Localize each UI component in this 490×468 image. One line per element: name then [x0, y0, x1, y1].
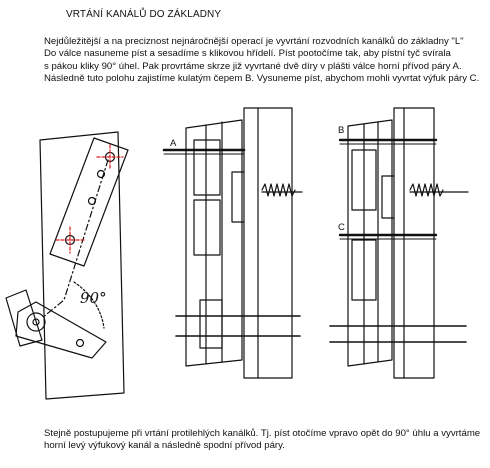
piston-block-right-low [351, 239, 377, 301]
crank-piece [5, 289, 43, 347]
cylinder-lever [49, 137, 129, 267]
label-b: B [338, 125, 344, 136]
bracket-a [231, 171, 245, 223]
intro-line-1: Nejdůležitější a na preciznost nejnáročn… [44, 36, 464, 47]
label-c: C [338, 222, 345, 233]
piston-block-low [199, 299, 223, 349]
cylinder-body-right [347, 119, 393, 367]
intro-line-2: Do válce nasuneme píst a sesadíme s klik… [44, 48, 451, 60]
drill-hole-bottom [55, 226, 85, 254]
crank-hole-end [75, 338, 85, 348]
intro-line-3: s pákou kliky 90° úhel. Pak provrtáme sk… [44, 60, 462, 72]
intro-line-4: Následně tuto polohu zajistíme kulatým č… [44, 72, 480, 84]
base-plate [39, 131, 125, 400]
outro-line-1: Stejně postupujeme při vrtání protilehlý… [44, 428, 481, 439]
hole-mid-2 [87, 196, 97, 206]
label-a: A [170, 138, 177, 149]
intro-paragraph: Nejdůležitější a na preciznost nejnáročn… [44, 36, 484, 85]
crank-pin-outer [26, 312, 46, 332]
page-title: VRTÁNÍ KANÁLŮ DO ZÁKLADNY [66, 9, 222, 20]
crank-arm [15, 301, 107, 359]
cylinder-body [185, 119, 243, 367]
outro-paragraph: Stejně postupujeme při vrtání protilehlý… [44, 428, 484, 453]
frame-plate-right [393, 107, 435, 379]
hole-mid-1 [96, 169, 106, 179]
angle-label: 90° [80, 289, 107, 307]
piston-block-right-top [351, 149, 377, 211]
center-line [41, 159, 109, 319]
section-view-a: A [162, 107, 303, 379]
spring-a [261, 183, 296, 197]
section-view-bc: B C [329, 107, 469, 379]
crank-pin-inner [32, 318, 40, 326]
angle-arc [73, 281, 105, 329]
crank-diagram: 90° [5, 131, 129, 400]
frame-plate [243, 107, 293, 379]
bracket-bc [381, 175, 395, 219]
piston-block-mid [193, 199, 221, 256]
piston-block-top [193, 139, 221, 196]
outro-line-2: horní levý výfukový kanál a následně spo… [44, 440, 285, 452]
drill-hole-top [96, 144, 124, 171]
spring-bc [409, 183, 444, 197]
